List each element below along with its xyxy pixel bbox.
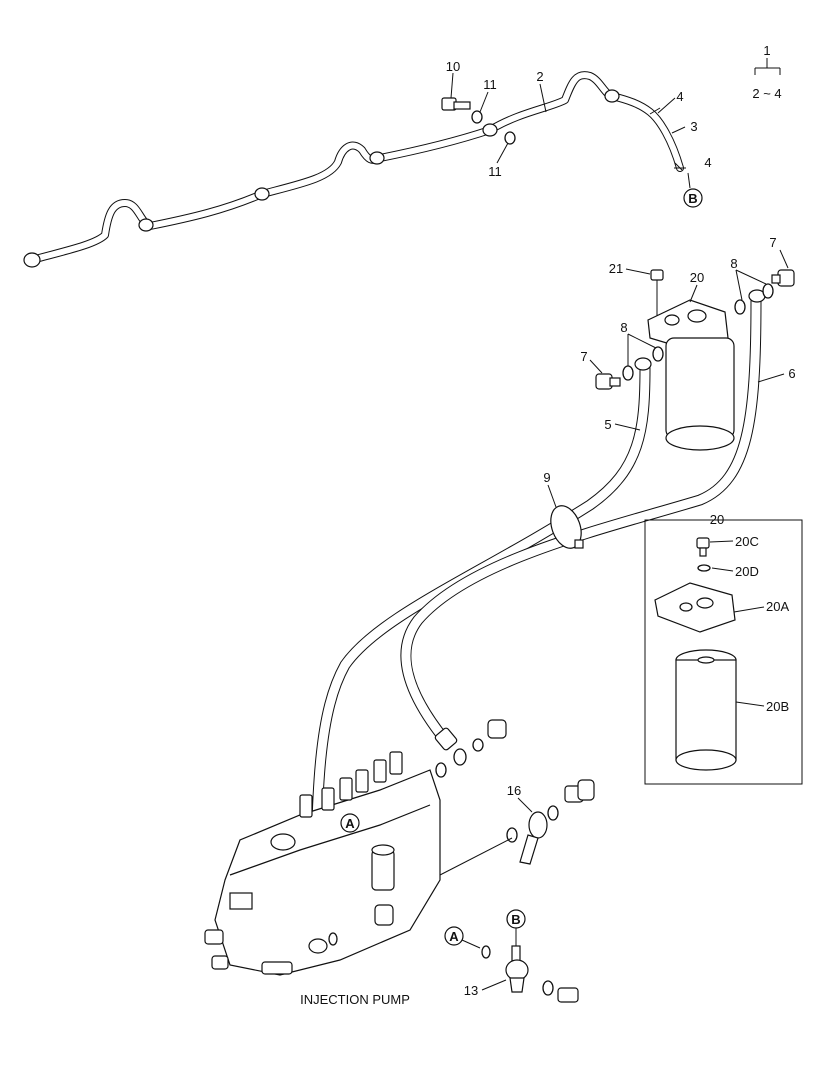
callout-4-upper: 4 [676,89,683,104]
callout-5: 5 [604,417,611,432]
callout-20D: 20D [735,564,759,579]
callout-labels: 1 2 ~ 4 2 3 4 4 5 6 7 7 8 8 9 10 11 11 1… [446,43,796,998]
pump-washer-a [435,762,447,778]
ref-circle-B-pipe: B [683,188,703,208]
washer-8-left-a [622,365,634,381]
ref-circle-A-pump: A [340,813,360,833]
ref-A-pump-label: A [345,816,355,831]
washer-8-right-b [762,283,774,299]
filter-detail-box [644,519,803,785]
callout-8-right: 8 [730,256,737,271]
callout-7-right: 7 [769,235,776,250]
ref-A-fitting-label: A [449,929,459,944]
leader-lines [450,58,789,991]
ref-B-pipe-label: B [688,191,697,206]
callout-1-range: 2 ~ 4 [752,86,781,101]
callout-21: 21 [609,261,623,276]
callout-4-lower: 4 [704,155,711,170]
callout-9: 9 [543,470,550,485]
callout-20-box: 20 [710,512,724,527]
injection-pump [204,751,441,976]
filter-detail-parts [654,537,737,771]
pump-banjo-bolt-upper [487,719,507,739]
washer-11-lower [504,131,516,145]
ref-circle-B-fitting: B [506,909,526,929]
callout-6: 6 [788,366,795,381]
washer-8-right-a [734,299,746,315]
callout-2: 2 [536,69,543,84]
ref-B-fitting-label: B [511,912,520,927]
callout-16: 16 [507,783,521,798]
callout-11-upper: 11 [483,77,497,92]
washer-11-upper [471,110,483,124]
pump-washer-b [453,748,467,766]
washer-8-left-b [652,346,664,362]
ref-circle-A-fitting: A [444,926,464,946]
callout-20A: 20A [766,599,789,614]
tee-fitting-13 [481,945,579,1003]
callout-13: 13 [464,983,478,998]
fuel-filter-assembly [647,269,735,451]
leak-off-pipe [23,71,686,268]
callout-20: 20 [690,270,704,285]
pump-washer-c [472,738,484,752]
banjo-bolt-7-left [595,373,621,390]
banjo-fitting-16 [506,779,595,865]
callout-8-left: 8 [620,320,627,335]
banjo-bolt-10 [441,97,471,111]
pump-washer-d [328,932,338,946]
callout-11-lower: 11 [488,164,502,179]
callout-10: 10 [446,59,460,74]
callout-1: 1 [763,43,770,58]
banjo-bolt-7-right [771,269,795,287]
callout-20C: 20C [735,534,759,549]
callout-20B: 20B [766,699,789,714]
injection-pump-caption: INJECTION PUMP [300,992,410,1007]
callout-7-left: 7 [580,349,587,364]
hose-clamp-9 [550,505,584,549]
callout-3: 3 [690,119,697,134]
